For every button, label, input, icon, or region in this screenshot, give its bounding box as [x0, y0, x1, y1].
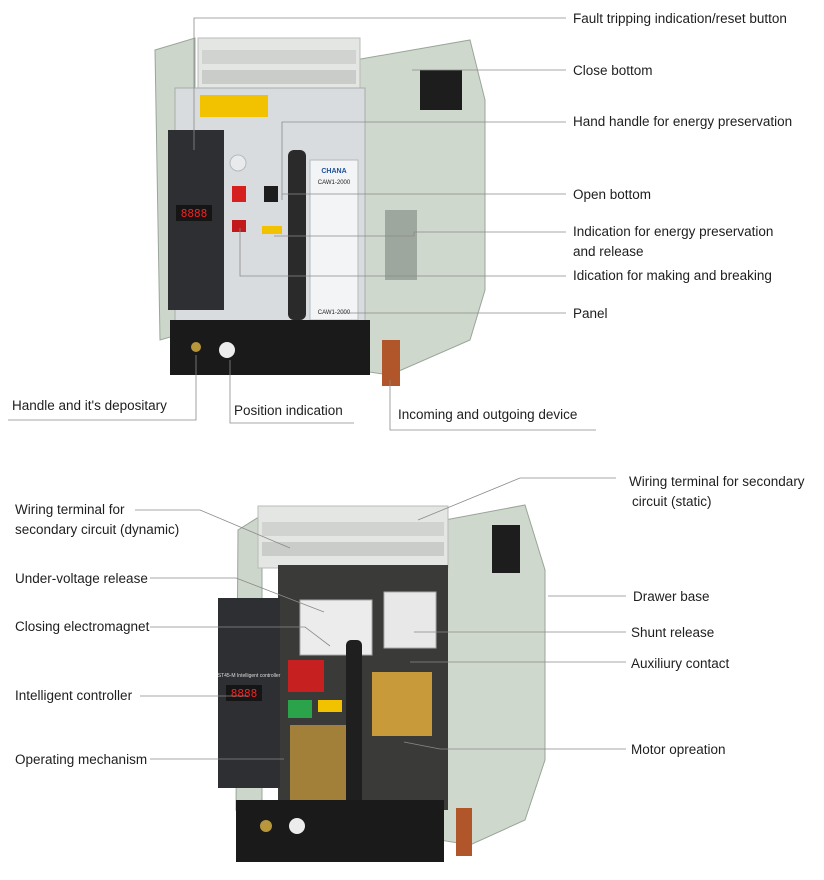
top-frame-cutout — [385, 210, 417, 280]
bottom-terminal-strip — [257, 505, 449, 569]
label-hand-handle: Hand handle for energy preservation — [573, 114, 793, 129]
bottom-controller-name: ST45-M Intelligent controller — [218, 673, 281, 679]
bottom-yellow-indicator — [318, 700, 342, 712]
label-wiring-static: Wiring terminal for secondary circuit (s… — [629, 472, 805, 512]
label-shunt-release: Shunt release — [631, 625, 715, 640]
label-panel: Panel — [573, 306, 608, 321]
bottom-display-digits: 8888 — [231, 687, 258, 700]
bottom-green-indicator — [288, 700, 312, 718]
bottom-position-knob — [289, 818, 305, 834]
bottom-terminal-row-2 — [262, 542, 444, 556]
top-reset-button — [229, 154, 247, 172]
label-intelligent-controller: Intelligent controller — [15, 688, 133, 703]
label-under-voltage: Under-voltage release — [15, 571, 148, 586]
top-busbar-terminal — [382, 340, 400, 386]
top-charging-handle — [288, 150, 306, 320]
label-wiring-dynamic-line2: secondary circuit (dynamic) — [15, 522, 180, 537]
label-indication-energy-line1: Indication for energy preservation — [573, 224, 774, 239]
bottom-leader-lines — [135, 477, 626, 760]
top-drawer-base — [170, 320, 370, 375]
top-brand-text: CHANA — [321, 168, 346, 175]
bottom-frame-slot — [492, 525, 520, 573]
label-indication-energy-line2: and release — [573, 244, 644, 259]
top-open-button — [264, 186, 278, 202]
top-close-button — [232, 186, 246, 202]
label-incoming-outgoing: Incoming and outgoing device — [398, 407, 578, 422]
bottom-handle-knob — [260, 820, 272, 832]
label-close-bottom: Close bottom — [573, 63, 653, 78]
top-controller-display — [176, 205, 212, 221]
bottom-close-button-housing — [288, 660, 324, 692]
label-wiring-dynamic: Wiring terminal for secondary circuit (d… — [15, 500, 179, 540]
bottom-operating-mechanism-gears — [290, 725, 354, 805]
label-wiring-dynamic-line1: Wiring terminal for — [15, 502, 125, 517]
label-handle-depositary: Handle and it's depositary — [12, 398, 167, 413]
top-indicator-window — [232, 220, 246, 232]
top-nameplate — [309, 159, 359, 321]
top-terminal-teeth — [202, 50, 356, 84]
label-idication-making: Idication for making and breaking — [573, 268, 772, 283]
top-warning-label — [200, 95, 268, 117]
label-open-bottom: Open bottom — [573, 187, 652, 202]
bottom-charging-handle — [346, 640, 362, 805]
label-drawer-base: Drawer base — [633, 589, 710, 604]
bottom-terminal-row-1 — [262, 522, 444, 536]
top-leader-lines — [8, 17, 596, 431]
top-handle-depositary-knob — [191, 342, 201, 352]
label-motor-opreation: Motor opreation — [631, 742, 726, 757]
label-closing-electromagnet: Closing electromagnet — [15, 619, 150, 634]
label-auxiliury-contact: Auxiliury contact — [631, 656, 730, 671]
label-indication-energy: Indication for energy preservation and r… — [573, 222, 773, 262]
bottom-controller-display — [226, 685, 262, 701]
top-position-knob — [219, 342, 235, 358]
bottom-motor-assembly — [372, 672, 432, 736]
top-frame-slot — [420, 70, 462, 110]
top-model-footer: CAW1-2000 — [318, 310, 351, 316]
top-model-text: CAW1-2000 — [318, 180, 351, 186]
top-display-digits: 8888 — [181, 207, 208, 220]
bottom-busbar-terminal — [456, 808, 472, 856]
label-operating-mechanism: Operating mechanism — [15, 752, 148, 767]
bottom-auxiliary-contact-block — [383, 591, 437, 649]
label-position-indication: Position indication — [234, 403, 343, 418]
label-fault-tripping: Fault tripping indication/reset button — [573, 11, 787, 26]
label-wiring-static-line2: circuit (static) — [632, 494, 712, 509]
bottom-drawer-side-frame — [439, 504, 546, 846]
bottom-drawer-base — [236, 800, 444, 862]
top-energy-indicator — [262, 226, 282, 234]
label-wiring-static-line1: Wiring terminal for secondary — [629, 474, 805, 489]
